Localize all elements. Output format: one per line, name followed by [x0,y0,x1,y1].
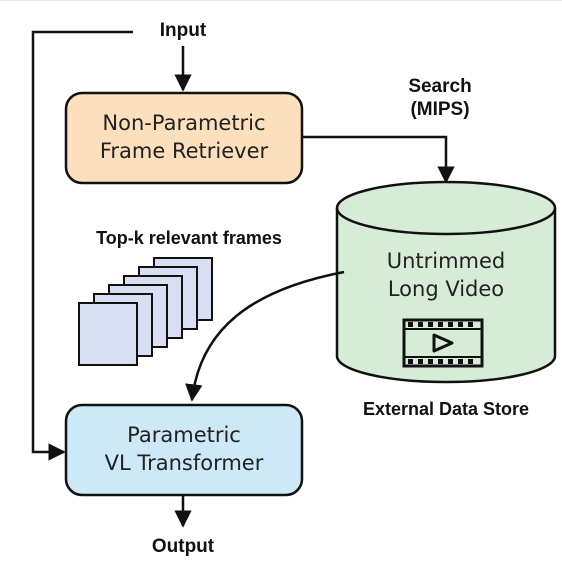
film-play-icon [402,318,484,368]
input-label: Input [160,20,207,41]
vl-transformer-box: Parametric VL Transformer [64,403,304,497]
transformer-line1: Parametric [127,423,241,447]
frames-stack [78,257,213,366]
topk-label: Top-k relevant frames [96,228,282,248]
transformer-line2: VL Transformer [105,451,264,475]
video-line1: Untrimmed [387,249,506,273]
frame-retriever-box: Non-Parametric Frame Retriever [64,91,304,185]
video-line2: Long Video [388,277,504,301]
search-arrow [302,135,455,184]
video-datastore-cylinder: Untrimmed Long Video [335,180,557,384]
output-label: Output [152,536,215,557]
search-label: Search [408,76,471,97]
retrieval-curve-arrow [185,270,345,402]
retriever-line2: Frame Retriever [100,139,269,163]
retriever-line1: Non-Parametric [102,111,265,135]
top-divider [0,0,562,1]
skip-connection-arrow [31,30,133,461]
mips-label: (MIPS) [410,99,469,120]
datastore-label: External Data Store [363,399,529,419]
